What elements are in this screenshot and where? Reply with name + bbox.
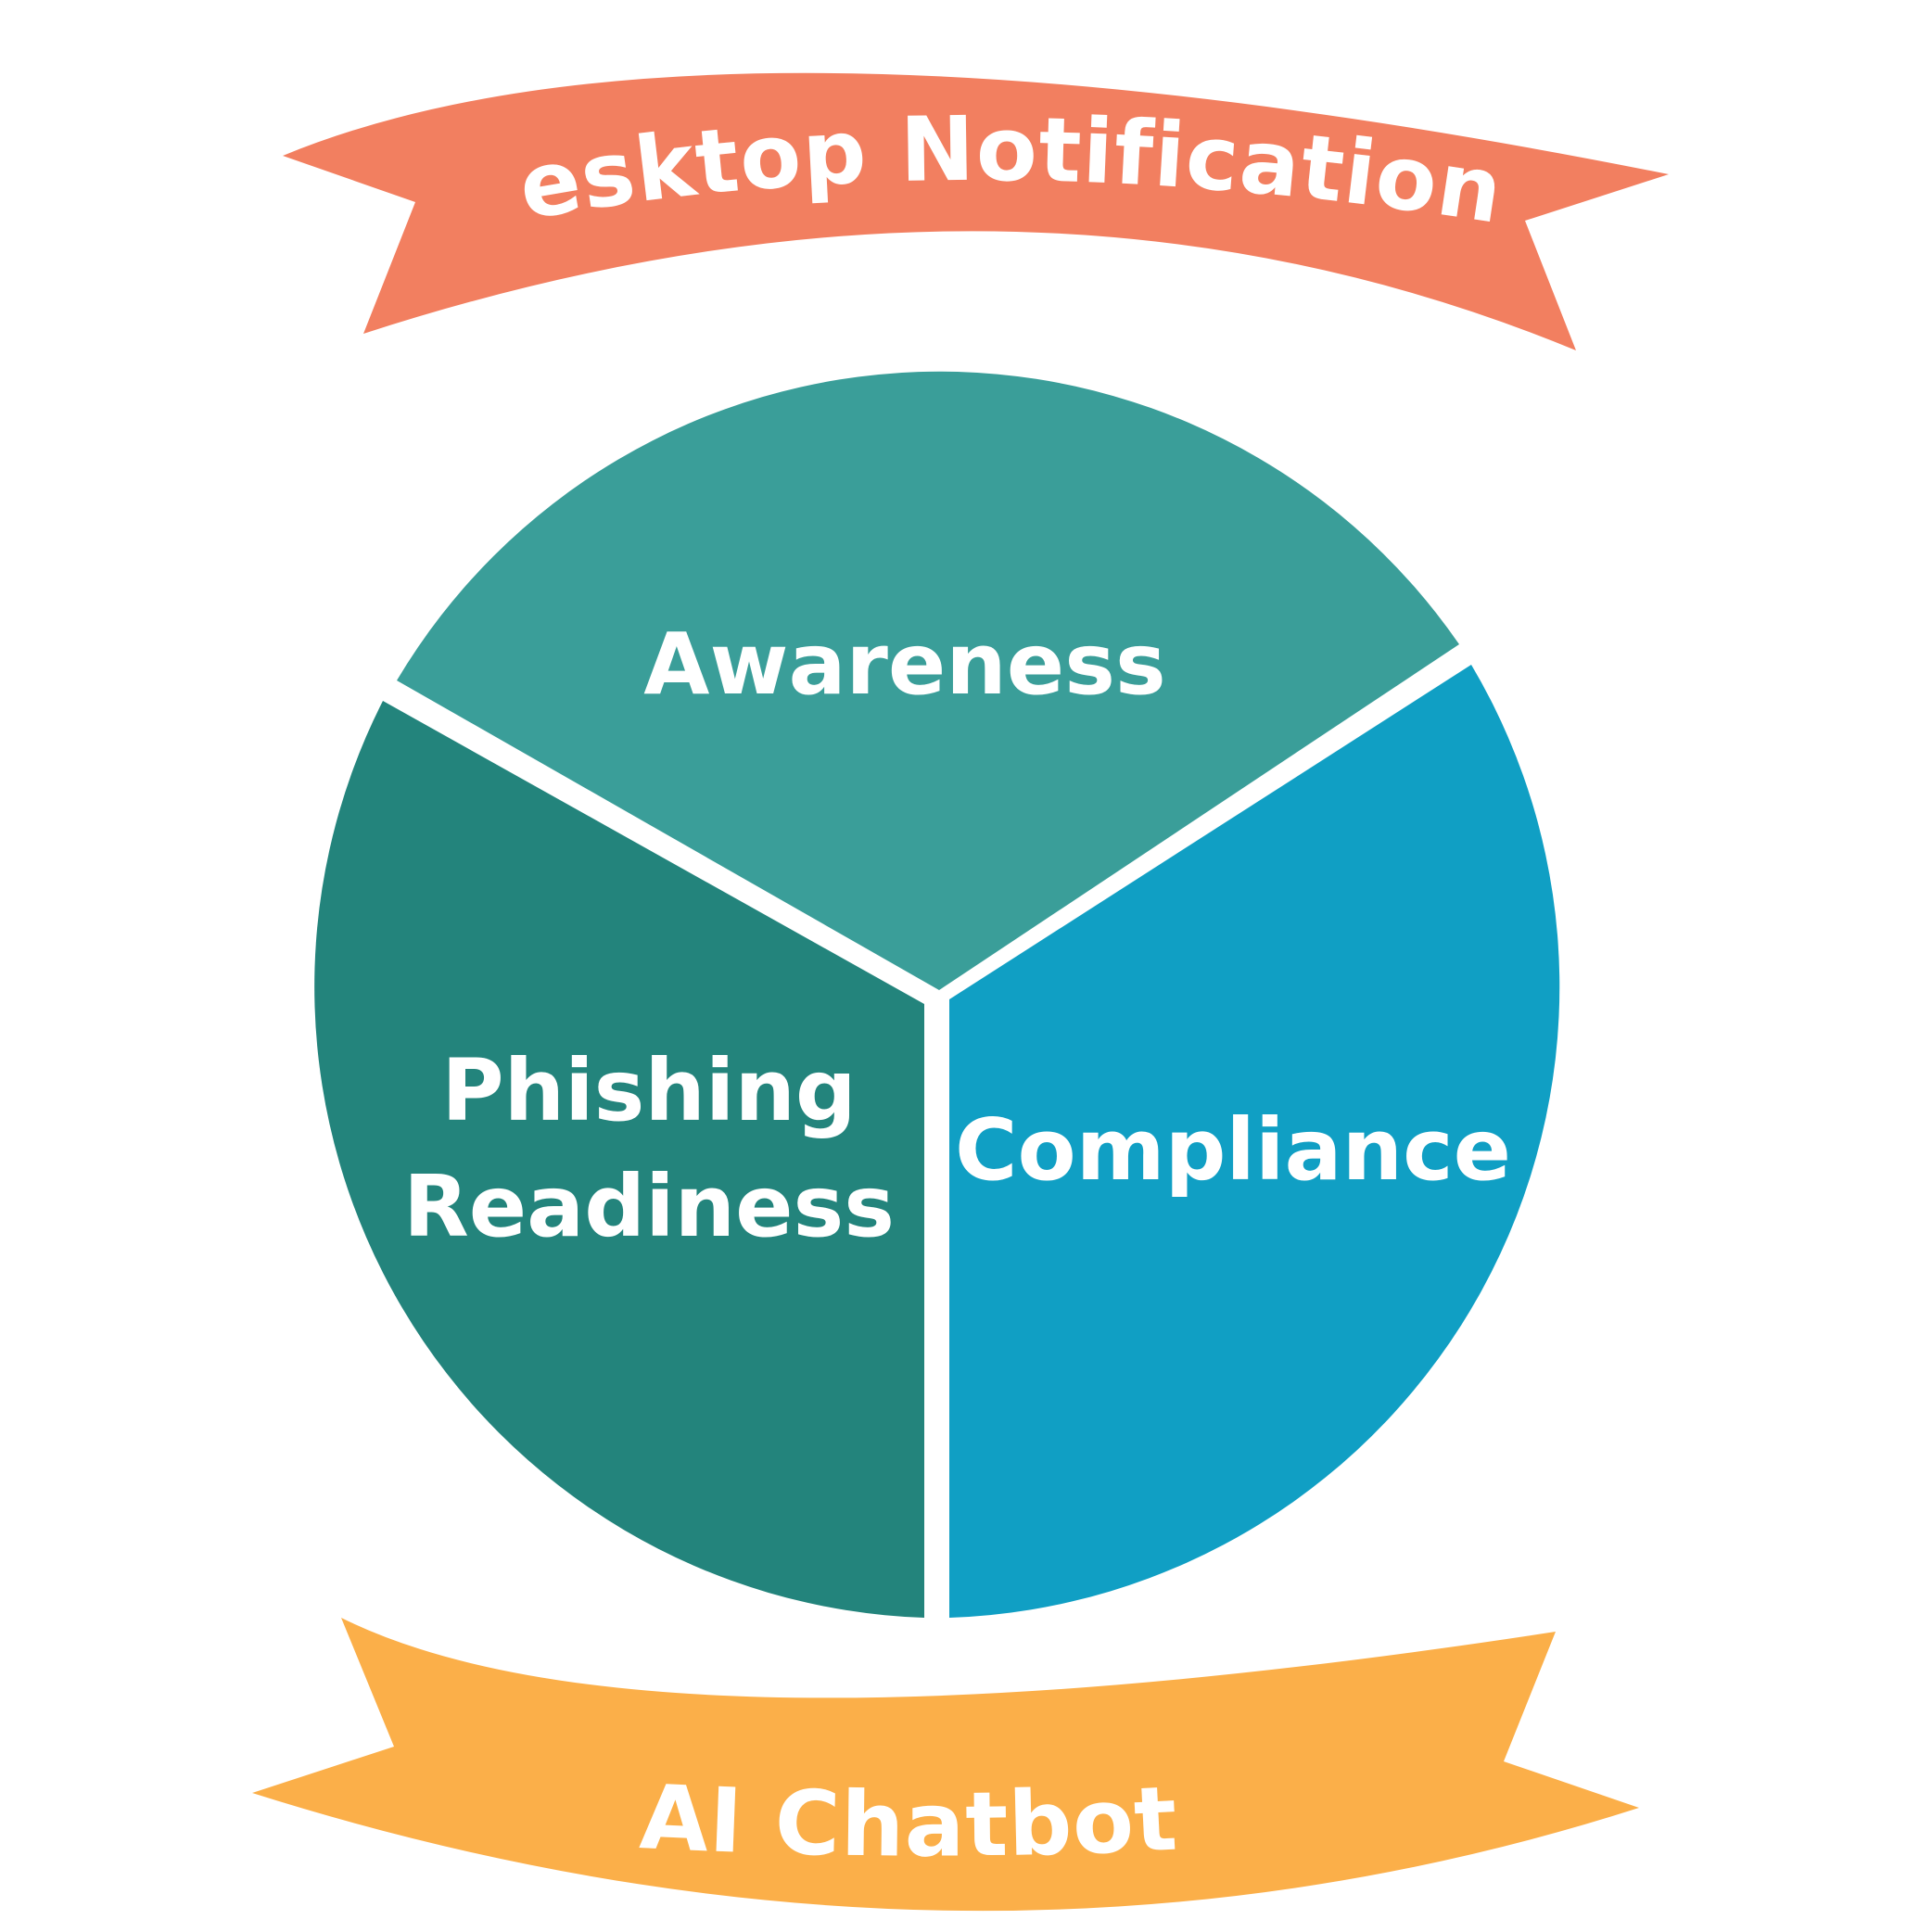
- top-banner-label: Desktop Notifications: [0, 0, 1510, 244]
- top-banner-shape: [283, 72, 1669, 351]
- phishing-label: Phishing: [441, 1041, 857, 1140]
- compliance-label: Compliance: [955, 1100, 1511, 1200]
- phishing-readiness-segment: [314, 701, 925, 1618]
- bottom-banner-label: AI Chatbot: [638, 1765, 1180, 1876]
- top-banner: Desktop Notifications: [0, 0, 1669, 351]
- awareness-segment: [397, 371, 1459, 990]
- circle-diagram: Awareness Phishing Readiness Compliance: [314, 371, 1560, 1618]
- awareness-label: Awareness: [643, 615, 1165, 714]
- bottom-banner-shape: [252, 1618, 1639, 1912]
- bottom-banner: AI Chatbot: [252, 1618, 1639, 1912]
- readiness-label: Readiness: [403, 1157, 895, 1256]
- compliance-segment: [949, 665, 1560, 1618]
